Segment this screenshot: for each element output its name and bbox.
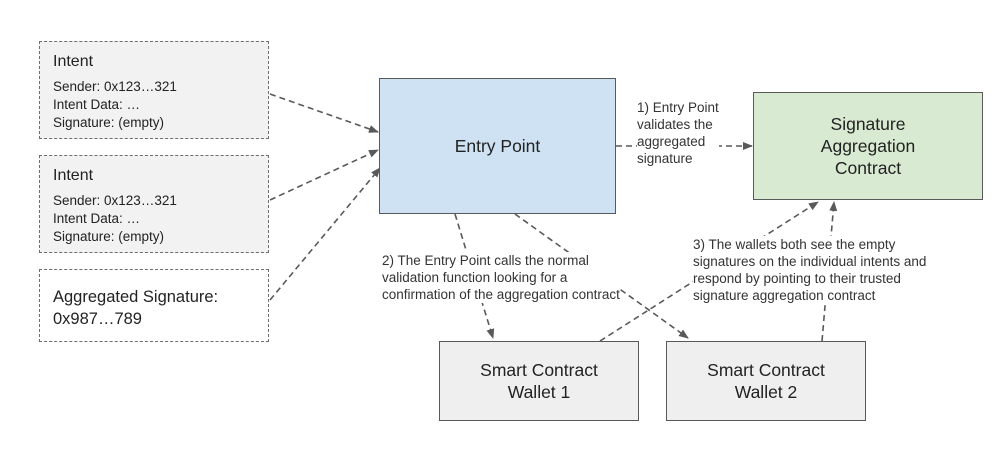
step-2-label: 2) The Entry Point calls the normal vali… [382, 252, 620, 303]
arrow-intent1-to-entry [269, 93, 379, 133]
arrow-aggsig-to-entry [269, 167, 381, 301]
step-3-label: 3) The wallets both see the empty signat… [693, 236, 927, 304]
intent-title: Intent [53, 167, 94, 184]
intent-box-2: Intent Sender: 0x123…321 Intent Data: … … [39, 155, 269, 253]
aggregated-signature-text: Aggregated Signature: 0x987…789 [53, 288, 219, 328]
wallet-1-label: Smart Contract Wallet 1 [480, 360, 598, 402]
intent-signature: Signature: (empty) [53, 115, 165, 130]
entry-point-box: Entry Point [379, 78, 616, 214]
smart-contract-wallet-2: Smart Contract Wallet 2 [666, 341, 866, 421]
intent-title: Intent [53, 53, 94, 70]
intent-data: Intent Data: … [53, 211, 141, 226]
arrow-intent2-to-entry [269, 149, 379, 201]
intent-box-1: Intent Sender: 0x123…321 Intent Data: … … [39, 41, 269, 139]
arrow-wallet2-to-aggregation [821, 201, 838, 342]
step-1-label: 1) Entry Point validates the aggregated … [637, 99, 719, 167]
signature-aggregation-contract-box: Signature Aggregation Contract [753, 92, 983, 200]
signature-aggregation-contract-label: Signature Aggregation Contract [820, 114, 916, 178]
intent-data: Intent Data: … [53, 97, 141, 112]
aggregated-signature-box: Aggregated Signature: 0x987…789 [39, 269, 269, 342]
entry-point-label: Entry Point [454, 136, 541, 156]
intent-signature: Signature: (empty) [53, 229, 165, 244]
intent-sender: Sender: 0x123…321 [53, 79, 177, 94]
arrow-wallet1-to-aggregation [599, 201, 819, 342]
intent-sender: Sender: 0x123…321 [53, 193, 177, 208]
wallet-2-label: Smart Contract Wallet 2 [707, 360, 825, 402]
arrow-entry-to-wallet2 [514, 213, 689, 339]
smart-contract-wallet-1: Smart Contract Wallet 1 [439, 341, 639, 421]
